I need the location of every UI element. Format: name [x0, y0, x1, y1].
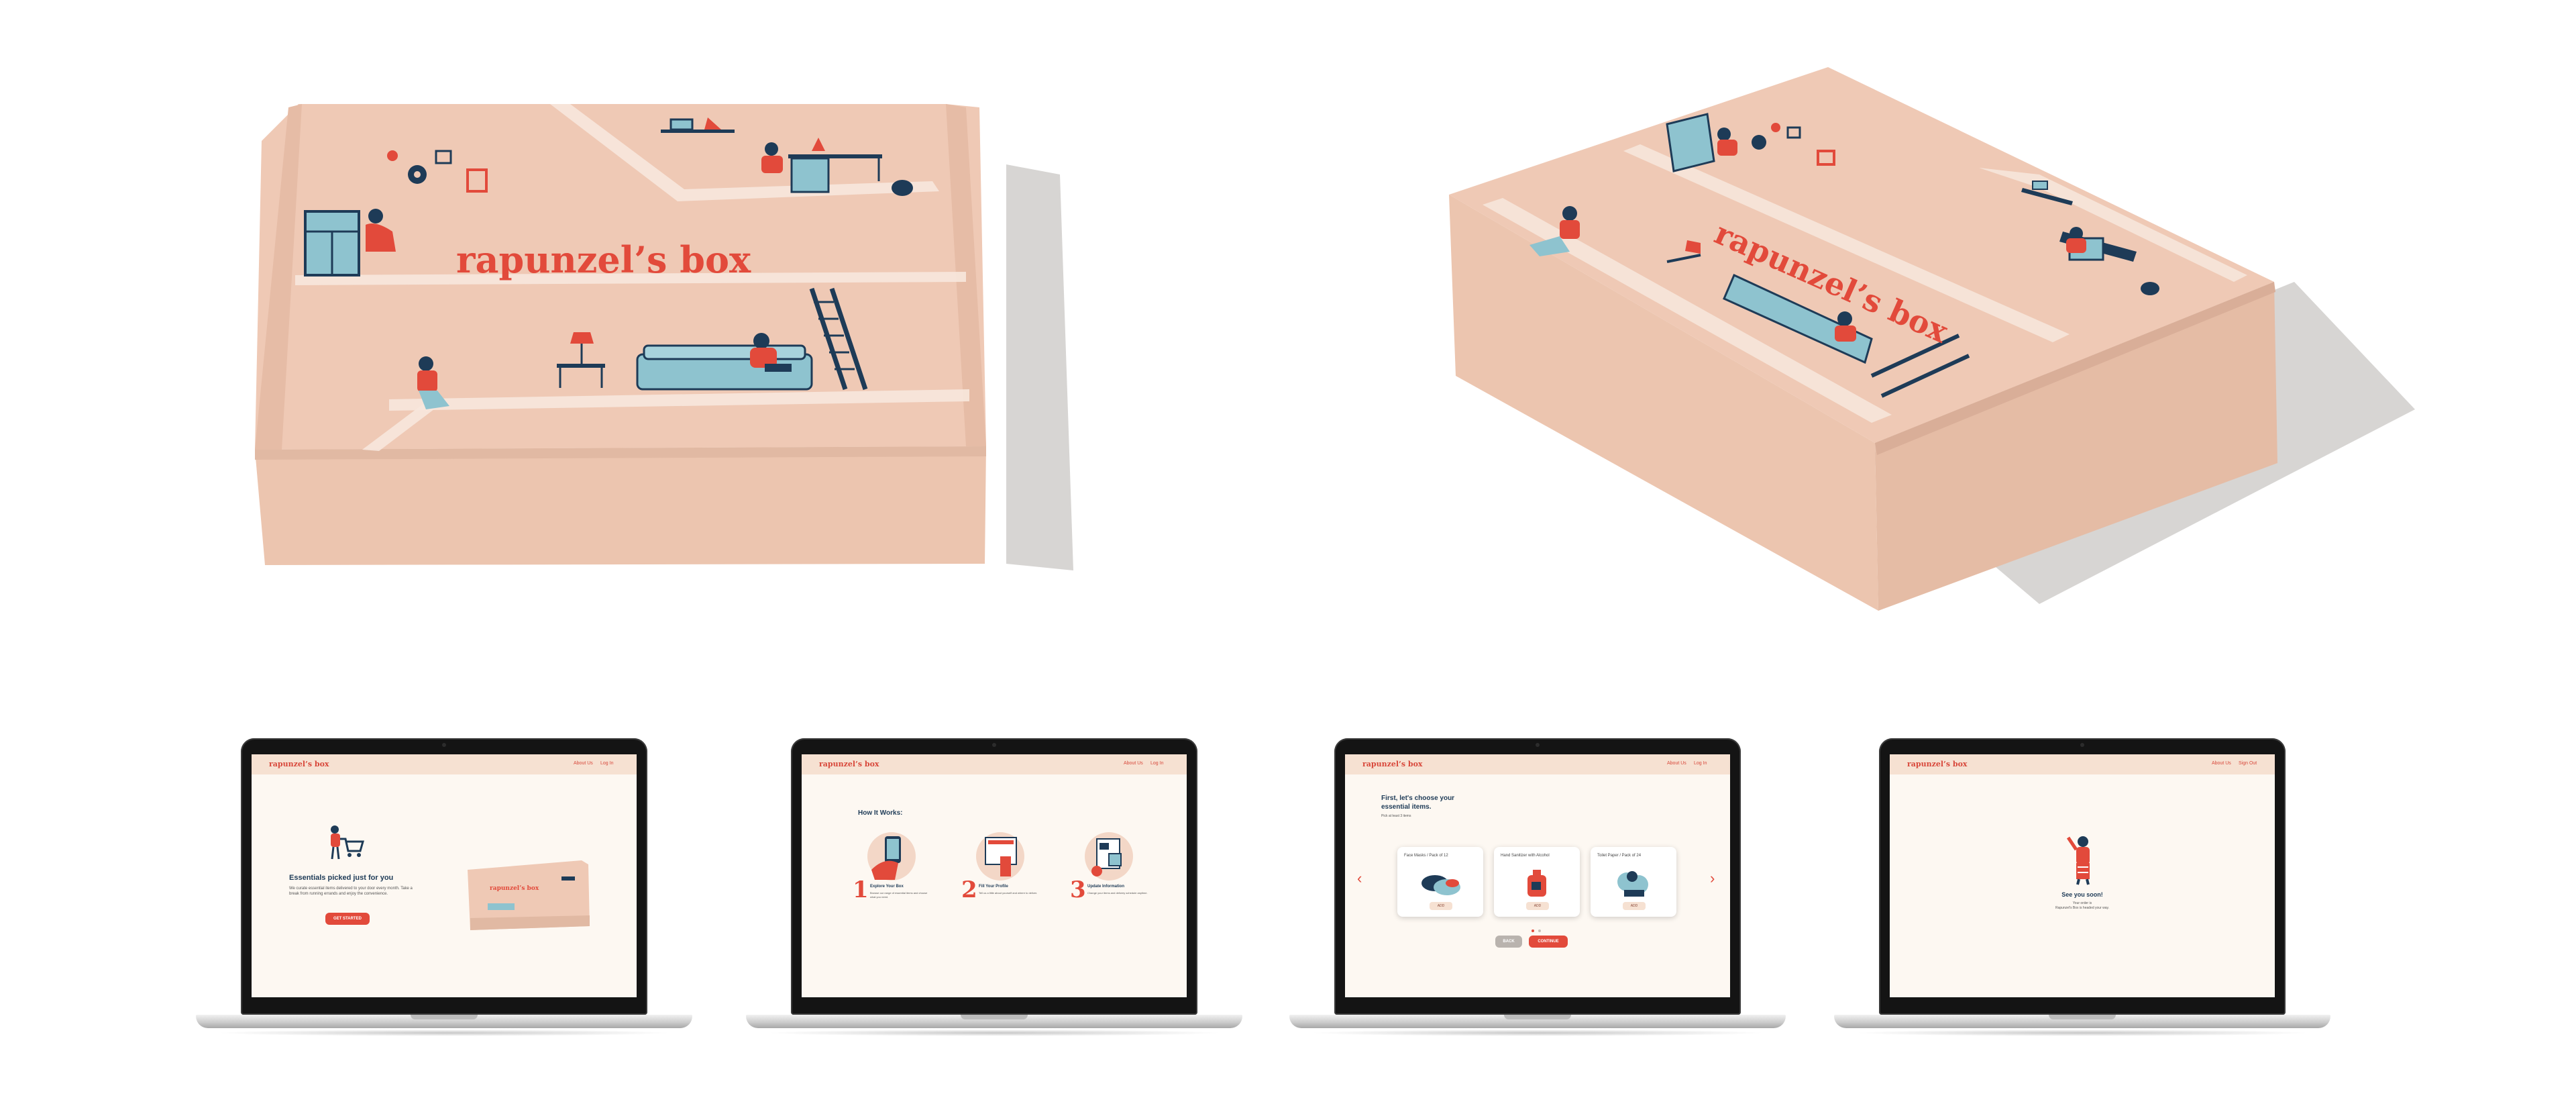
step-2-label: Fill Your Profile [979, 885, 1008, 889]
how-it-works-title: How It Works: [858, 809, 903, 817]
nav-login-link[interactable]: Log In [1694, 761, 1707, 766]
item-card-toilet-paper[interactable]: Toilet Paper / Pack of 24 ADD [1591, 847, 1676, 917]
toilet-paper-icon [1617, 871, 1648, 897]
step-2-desc: Tell us a little about yourself and wher… [979, 891, 1038, 895]
see-you-soon-line2: Rapunzel's Box is headed your way. [2055, 906, 2110, 910]
laptop-notch [411, 1015, 478, 1019]
step-3: 3 Update Information Change your items a… [1066, 830, 1167, 910]
chevron-left-icon[interactable]: ‹ [1357, 870, 1362, 887]
choose-title-line2: essential items. [1381, 803, 1432, 811]
see-you-soon-line1: Your order is [2072, 901, 2092, 905]
laptop-base [1289, 1015, 1786, 1028]
camera [442, 743, 446, 747]
laptop-base [196, 1015, 692, 1028]
nav-about-link[interactable]: About Us [2212, 761, 2231, 766]
box-thumbnail [468, 860, 590, 930]
step-1-label: Explore Your Box [870, 885, 904, 889]
box-angled-art [1449, 67, 2415, 611]
laptop-how-it-works: rapunzel’s box About Us Log In How It Wo… [746, 738, 1242, 1040]
item-card-caption: Face Masks / Pack of 12 [1404, 854, 1448, 858]
landing-body: We curate essential items delivered to y… [289, 887, 413, 896]
item-card-caption: Toilet Paper / Pack of 24 [1597, 854, 1642, 858]
laptop-shadow [766, 1029, 1222, 1036]
camera [2080, 743, 2084, 747]
nav-login-link[interactable]: Log In [1150, 761, 1164, 766]
nav-about-link[interactable]: About Us [1667, 761, 1686, 766]
nav-bar: rapunzel’s box About Us Log In [802, 754, 1187, 774]
shopping-cart-icon [331, 825, 364, 860]
nav-logo[interactable]: rapunzel’s box [1362, 760, 1423, 768]
add-sanitizer-button[interactable]: ADD [1526, 902, 1549, 910]
hand-sanitizer-icon [1527, 870, 1546, 897]
laptop-notch [961, 1015, 1028, 1019]
choose-title-line1: First, let's choose your [1381, 795, 1455, 802]
add-masks-button[interactable]: ADD [1430, 902, 1452, 910]
step-1: 1 Explore Your Box Browse our range of e… [849, 830, 943, 910]
step-1-desc: Browse our range of essential items and … [870, 891, 928, 899]
box-front-art [255, 104, 1073, 570]
landing-headline: Essentials picked just for you [289, 874, 394, 882]
item-card-sanitizer[interactable]: Hand Sanitizer with Alcohol ADD [1494, 847, 1580, 917]
camera [992, 743, 996, 747]
laptop-see-you-soon: rapunzel’s box About Us Sign Out See you… [1834, 738, 2330, 1040]
nav-signout-link[interactable]: Sign Out [2239, 761, 2257, 766]
chevron-right-icon[interactable]: › [1710, 870, 1715, 887]
laptop-shadow [216, 1029, 672, 1036]
laptop-notch [2049, 1015, 2116, 1019]
laptop-shadow [1854, 1029, 2310, 1036]
box-front: rapunzel’s box [241, 101, 1080, 584]
waving-person-icon [2066, 836, 2090, 885]
screen-how-it-works: rapunzel’s box About Us Log In How It Wo… [802, 754, 1187, 997]
item-card-masks[interactable]: Face Masks / Pack of 12 ADD [1397, 847, 1483, 917]
laptop-choose-items: rapunzel’s box About Us Log In First, le… [1289, 738, 1786, 1040]
nav-logo[interactable]: rapunzel’s box [1907, 760, 1968, 768]
profile-form-icon [976, 832, 1024, 881]
back-button[interactable]: BACK [1495, 936, 1522, 948]
camera [1536, 743, 1540, 747]
step-3-desc: Change your items and delivery schedule … [1087, 891, 1148, 895]
item-card-caption: Hand Sanitizer with Alcohol [1501, 854, 1550, 858]
nav-bar: rapunzel’s box About Us Log In [252, 754, 637, 774]
nav-login-link[interactable]: Log In [600, 761, 614, 766]
update-info-icon [1085, 832, 1133, 881]
nav-bar: rapunzel’s box About Us Log In [1345, 754, 1730, 774]
step-3-number: 3 [1070, 876, 1086, 903]
screen-see-you-soon: rapunzel’s box About Us Sign Out See you… [1890, 754, 2275, 997]
get-started-button[interactable]: GET STARTED [325, 913, 370, 925]
step-1-number: 1 [853, 876, 869, 903]
box-front-brand: rapunzel’s box [456, 238, 751, 281]
screen-choose-items: rapunzel’s box About Us Log In First, le… [1345, 754, 1730, 997]
face-mask-icon [1421, 875, 1460, 895]
see-you-soon-title: See you soon! [2061, 891, 2103, 898]
laptop-notch [1504, 1015, 1571, 1019]
nav-bar: rapunzel’s box About Us Sign Out [1890, 754, 2275, 774]
add-toilet-paper-button[interactable]: ADD [1623, 902, 1646, 910]
laptop-base [1834, 1015, 2330, 1028]
carousel-dots [1532, 923, 1542, 936]
box-angled: rapunzel’s box [1436, 60, 2442, 631]
phone-icon [867, 832, 916, 881]
screen-landing: rapunzel’s box About Us Log In Essential… [252, 754, 637, 997]
box-thumbnail-brand: rapunzel’s box [490, 885, 539, 892]
laptop-shadow [1309, 1029, 1766, 1036]
nav-logo[interactable]: rapunzel’s box [819, 760, 879, 768]
nav-logo[interactable]: rapunzel’s box [269, 760, 329, 768]
step-2: 2 Fill Your Profile Tell us a little abo… [957, 830, 1051, 910]
nav-about-link[interactable]: About Us [1124, 761, 1143, 766]
nav-about-link[interactable]: About Us [574, 761, 593, 766]
step-3-label: Update Information [1087, 885, 1124, 889]
step-2-number: 2 [961, 876, 977, 903]
continue-button[interactable]: CONTINUE [1529, 936, 1568, 948]
laptop-landing: rapunzel’s box About Us Log In Essential… [196, 738, 692, 1040]
laptop-base [746, 1015, 1242, 1028]
choose-subtitle: Pick at least 3 items [1381, 814, 1411, 818]
